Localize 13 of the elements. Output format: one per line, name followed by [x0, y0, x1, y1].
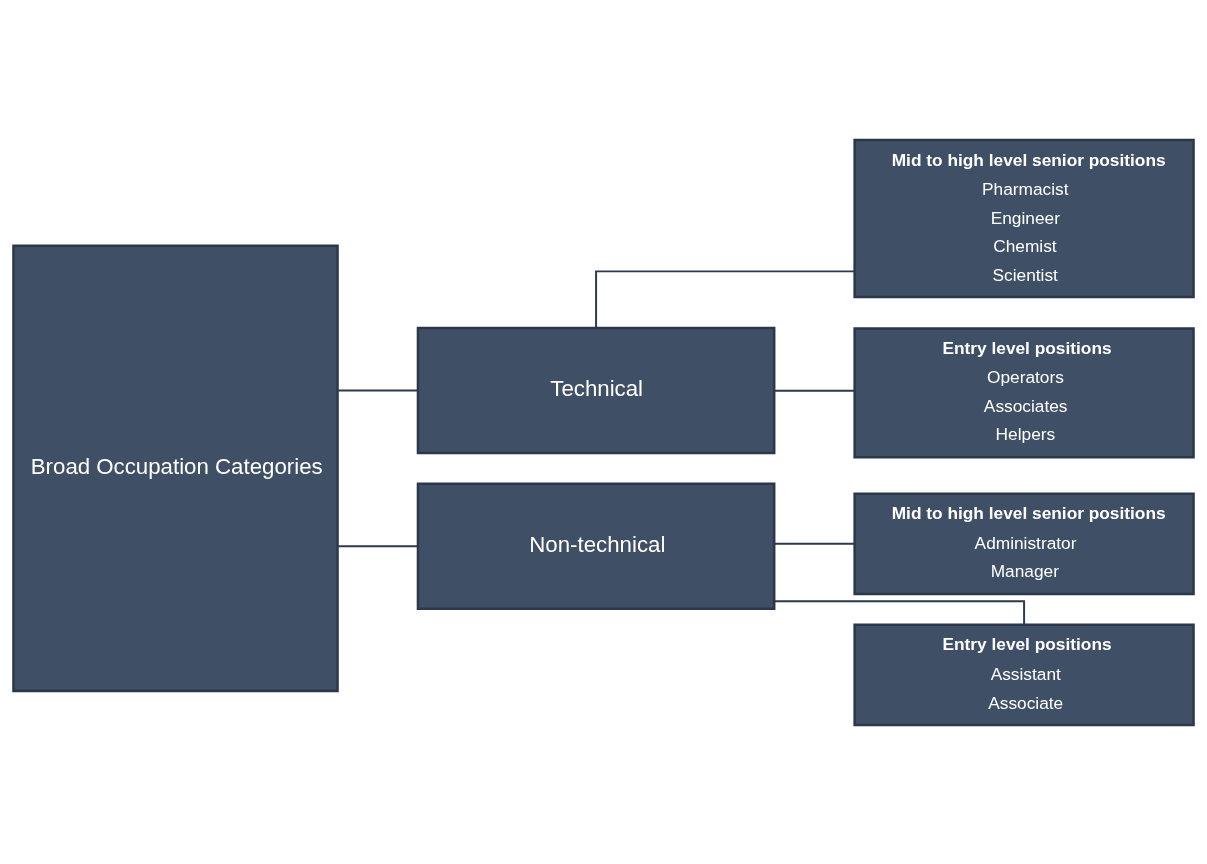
node-box: Non-technical — [416, 482, 776, 610]
connector — [337, 544, 419, 547]
node-box: Entry level positions Operators Associates Helpers — [853, 326, 1195, 458]
connector — [773, 389, 856, 392]
node-box: Entry level positions Assistant Associate — [853, 623, 1195, 726]
connector — [595, 269, 856, 329]
node-box: Mid to high level senior positions Pharmacist Engineer Chemist Scientist — [853, 138, 1195, 298]
connector — [337, 388, 419, 391]
node-box: Broad Occupation Categories — [12, 243, 339, 692]
node-box: Technical — [416, 326, 776, 454]
connector — [773, 542, 856, 545]
node-box: Mid to high level senior positions Administrator Manager — [853, 492, 1195, 595]
connector — [773, 599, 1026, 626]
